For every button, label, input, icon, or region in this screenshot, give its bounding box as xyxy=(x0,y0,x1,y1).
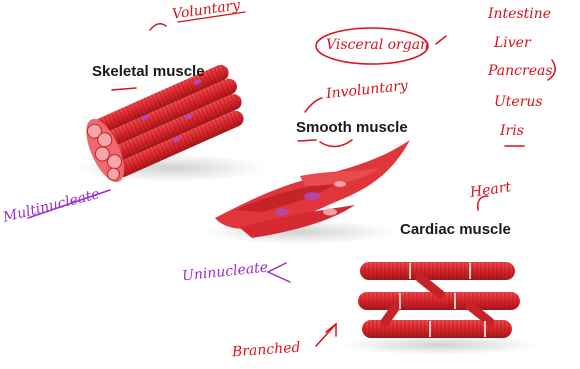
smooth-underline-2 xyxy=(320,140,352,147)
cardiac-muscle-image xyxy=(340,262,540,355)
cardiac-muscle-label: Cardiac muscle xyxy=(400,221,511,238)
annotation-liver: Liver xyxy=(494,35,531,51)
smooth-muscle-label: Smooth muscle xyxy=(296,119,408,136)
voluntary-arrow xyxy=(150,24,166,30)
visceral-arrow xyxy=(436,36,446,44)
smooth-underline-1 xyxy=(298,140,316,141)
smooth-muscle-image xyxy=(205,140,410,244)
uninucleate-pointer xyxy=(268,263,290,282)
skeletal-dash xyxy=(112,88,136,90)
annotation-iris: Iris xyxy=(500,123,524,139)
skeletal-muscle-label: Skeletal muscle xyxy=(92,63,205,80)
annotation-pancreas: Pancreas xyxy=(488,63,553,79)
involuntary-arrow xyxy=(305,98,322,112)
annotation-uterus: Uterus xyxy=(494,94,543,110)
annotation-intestine: Intestine xyxy=(488,6,551,22)
annotation-visceral-organ: Visceral organ xyxy=(326,37,429,53)
